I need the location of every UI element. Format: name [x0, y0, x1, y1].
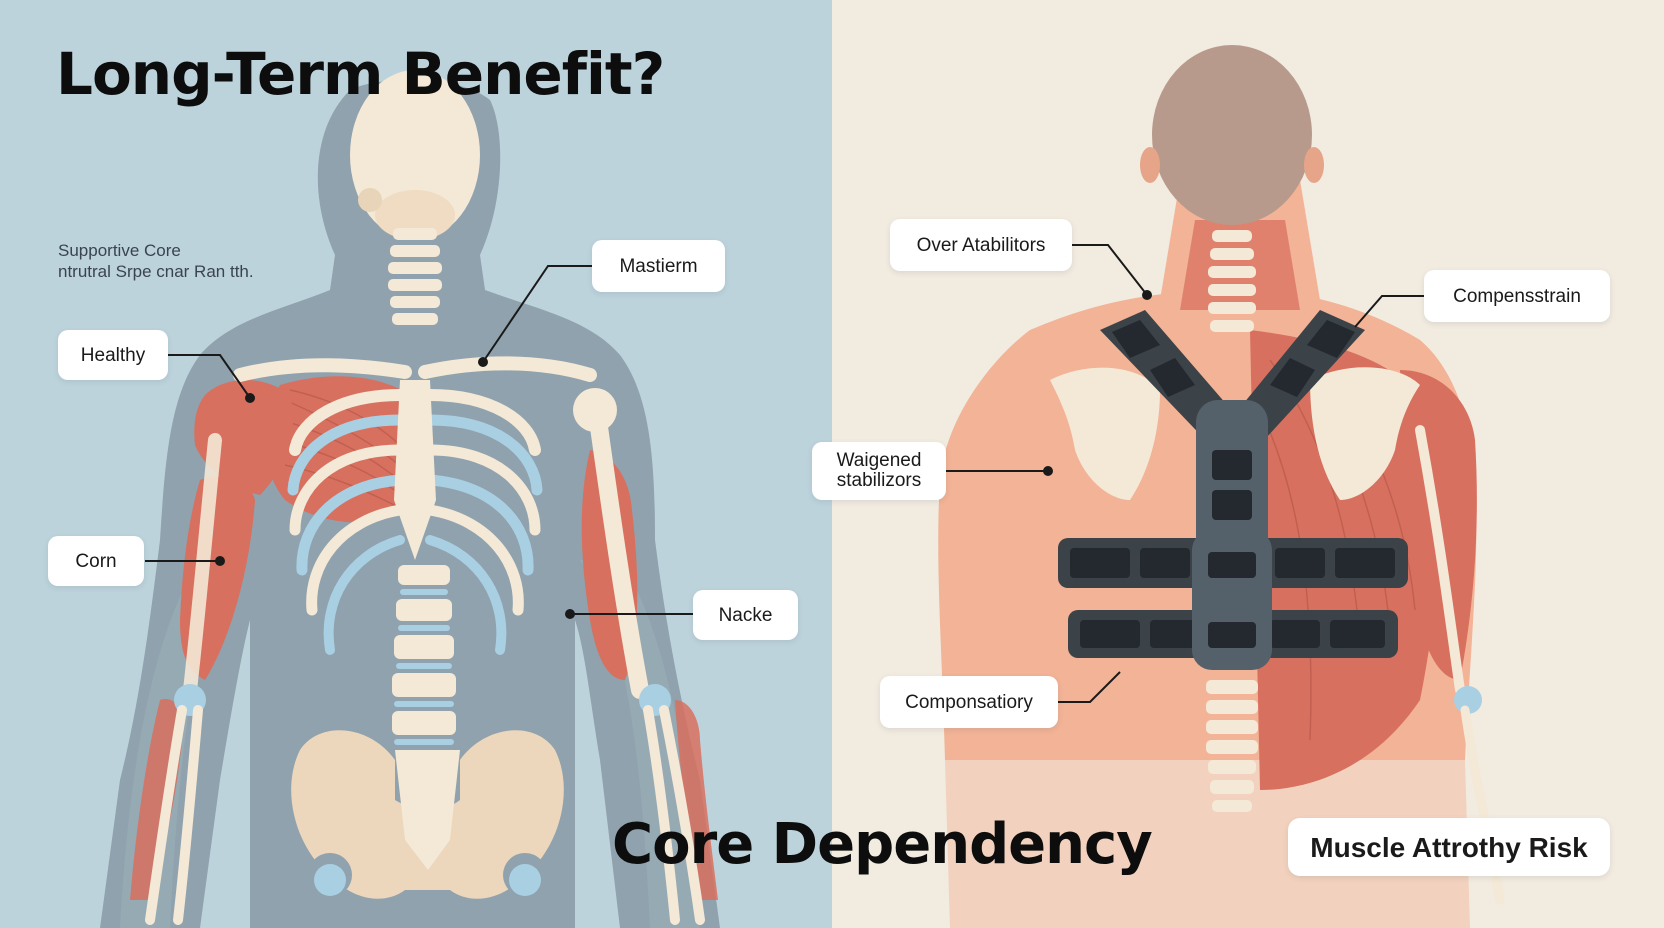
ribcage: [287, 389, 543, 655]
right-arm-forearm: [1460, 705, 1505, 905]
main-title: Long-Term Benefit?: [56, 40, 665, 108]
right-clavicle: [418, 356, 597, 382]
label-healthy: Healthy: [58, 330, 168, 380]
left-clavicle: [233, 358, 412, 382]
subtitle-line-2: ntrutral Srpe cnar Ran tth.: [58, 262, 254, 281]
label-waigened-line-2: stabilizors: [836, 470, 922, 491]
right-scapula: [1310, 367, 1420, 500]
right-forearm-bones: [643, 705, 705, 925]
subtitle-block: Supportive Core ntrutral Srpe cnar Ran t…: [58, 240, 254, 282]
sternum: [394, 380, 436, 560]
right-ear-left: [1140, 147, 1160, 183]
label-over-atabilitors: Over Atabilitors: [890, 219, 1072, 271]
brace-buckle: [1192, 530, 1272, 670]
center-title: Core Dependency: [612, 812, 1153, 877]
right-arm-bone: [1415, 425, 1465, 695]
leader-healthy: [168, 354, 251, 399]
left-scapula: [1050, 367, 1160, 500]
left-humerus: [183, 433, 222, 697]
leader-over-atabilitors: [1072, 244, 1148, 296]
leader-lines: [145, 244, 1424, 703]
left-femur-head: [314, 864, 346, 896]
label-muscle-attrothy-risk: Muscle Attrothy Risk: [1288, 818, 1610, 876]
leader-compensstrain: [1354, 295, 1424, 328]
skull-jaw: [375, 190, 455, 240]
right-ear-right: [1304, 147, 1324, 183]
posture-brace: [1058, 310, 1408, 670]
label-corn: Corn: [48, 536, 144, 586]
sacrum: [395, 750, 460, 870]
label-waigened-line-1: Waigened: [836, 450, 922, 471]
skull-ear: [358, 188, 382, 212]
label-waigened-stabilizors: Waigened stabilizors: [812, 442, 946, 500]
left-forearm-muscle: [130, 699, 184, 900]
lumbar-spine: [392, 565, 456, 745]
right-humerus: [589, 411, 649, 699]
right-femur-head: [509, 864, 541, 896]
right-spine: [1206, 230, 1258, 812]
left-figure: [100, 70, 720, 928]
subtitle-line-1: Supportive Core: [58, 241, 181, 260]
skull: [350, 70, 480, 240]
label-componsatiory: Componsatiory: [880, 676, 1058, 728]
label-mastierm: Mastierm: [592, 240, 725, 292]
cervical-spine: [388, 228, 442, 325]
leader-componsatiory: [1058, 671, 1121, 703]
right-forearm-muscle: [675, 700, 718, 900]
leader-mastierm: [482, 265, 592, 363]
left-forearm-bones: [145, 705, 203, 925]
label-compensstrain: Compensstrain: [1424, 270, 1610, 322]
right-arm-elbow: [1454, 686, 1482, 714]
right-figure: [930, 45, 1505, 928]
label-nacke: Nacke: [693, 590, 798, 640]
leader-dots: [215, 290, 1152, 619]
right-head: [1152, 45, 1312, 225]
